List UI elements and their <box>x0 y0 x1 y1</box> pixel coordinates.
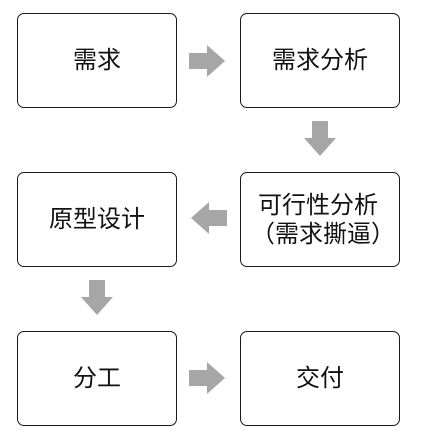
node-division-of-labor: 分工 <box>17 331 177 426</box>
node-delivery: 交付 <box>240 331 400 426</box>
node-label: 原型设计 <box>49 205 145 234</box>
node-label: 分工 <box>73 364 121 393</box>
node-prototype-design: 原型设计 <box>17 172 177 267</box>
arrow-right-icon <box>189 45 225 77</box>
arrow-down-icon <box>81 280 113 315</box>
node-requirements-analysis: 需求分析 <box>240 13 400 108</box>
node-label: 交付 <box>296 364 344 393</box>
node-feasibility-analysis: 可行性分析 （需求撕逼） <box>240 172 400 267</box>
arrow-down-icon <box>304 121 336 156</box>
node-label: 需求 <box>73 46 121 75</box>
arrow-left-icon <box>191 202 227 234</box>
node-label: 需求分析 <box>272 46 368 75</box>
node-requirements: 需求 <box>17 13 177 108</box>
node-label-line1: 可行性分析 <box>258 190 378 219</box>
node-label-line2: （需求撕逼） <box>251 219 395 248</box>
arrow-right-icon <box>189 362 225 394</box>
